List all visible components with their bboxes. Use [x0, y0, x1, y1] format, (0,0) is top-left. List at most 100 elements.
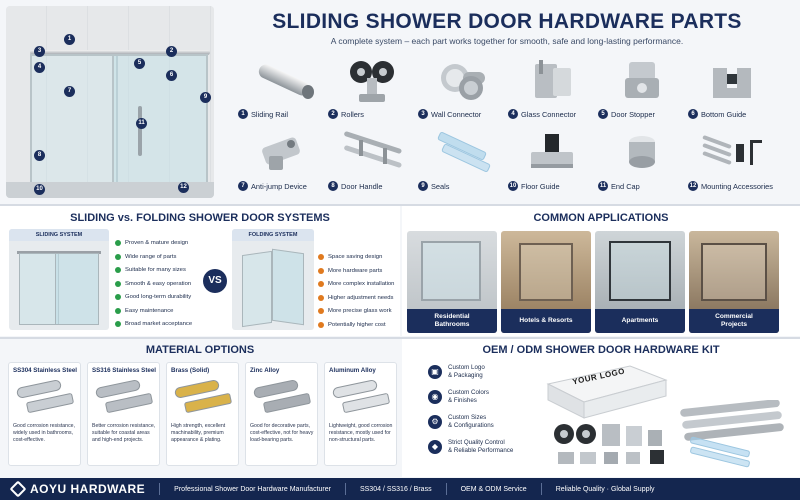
footer-item: Professional Shower Door Hardware Manufa… [174, 485, 331, 493]
page-title: SLIDING SHOWER DOOR HARDWARE PARTS [272, 10, 742, 33]
footer-item: Reliable Quality · Global Supply [555, 485, 655, 493]
oem-option-text: Custom Sizes & Configurations [448, 414, 494, 430]
part-label: Anti-jump Device [251, 181, 307, 191]
vs-badge: VS [203, 269, 227, 293]
door-handle-icon [328, 124, 416, 180]
feature-item: Proven & mature design [115, 240, 188, 246]
app-label: Commercial Projects [689, 309, 779, 333]
marker-2: 2 [166, 46, 177, 57]
end-cap-icon [598, 124, 686, 180]
glass-connector-icon [508, 52, 596, 108]
part-label: End Cap [611, 181, 640, 191]
material-sample-image [250, 378, 315, 418]
material-sample-image [329, 378, 394, 418]
part-label: Sliding Rail [251, 109, 288, 119]
marker-6: 6 [166, 70, 177, 81]
feature-item: More complex installation [318, 281, 394, 287]
check-icon [318, 254, 324, 260]
footer-item: SS304 / SS316 / Brass [359, 485, 432, 493]
part-label: Mounting Accessories [701, 181, 773, 191]
material-description: Better corrosion resistance, suitable fo… [92, 423, 156, 444]
check-icon [318, 308, 324, 314]
check-icon [318, 267, 324, 274]
hardware-kit-image [540, 399, 792, 472]
brand-name: AOYU HARDWARE [30, 482, 146, 496]
marker-3: 3 [34, 46, 45, 57]
seals-icon [418, 124, 506, 180]
part-label: Rollers [341, 109, 364, 119]
feature-item: Easy maintenance [115, 307, 173, 314]
marker-11: 11 [136, 118, 147, 129]
footer-bar: AOYU HARDWARE Professional Shower Door H… [0, 478, 800, 500]
part-label: Wall Connector [431, 109, 482, 119]
check-icon [115, 253, 121, 260]
feature-item: Smooth & easy operation [115, 280, 191, 287]
gear-icon: ⚙ [428, 415, 442, 430]
folding-system-image: FOLDING SYSTEM [232, 229, 314, 330]
sliding-rail-icon [238, 52, 326, 108]
material-description: Lightweight, good corrosion resistance, … [329, 423, 393, 444]
section-divider [0, 204, 800, 206]
footer-item: OEM & ODM Service [460, 485, 527, 493]
check-icon [115, 240, 121, 246]
app-label: Residential Bathrooms [407, 309, 497, 333]
marker-1: 1 [64, 34, 75, 45]
comparison-title: SLIDING vs. FOLDING SHOWER DOOR SYSTEMS [70, 212, 330, 224]
check-icon [115, 267, 121, 273]
material-sample-image [171, 378, 236, 418]
oem-option-text: Custom Colors & Finishes [448, 389, 489, 405]
oem-title: OEM / ODM SHOWER DOOR HARDWARE KIT [482, 344, 720, 356]
wall-connector-icon [418, 52, 506, 108]
part-label: Glass Connector [521, 109, 577, 119]
part-label: Floor Guide [521, 181, 560, 191]
section-divider [0, 337, 800, 339]
material-description: High strength, excellent machinability, … [171, 423, 226, 444]
marker-10: 10 [34, 184, 45, 195]
feature-item: Space saving design [318, 254, 382, 260]
material-name: Brass (Solid) [171, 367, 210, 374]
shield-icon: ◆ [428, 440, 442, 455]
marker-4: 4 [34, 62, 45, 73]
oem-option-text: Custom Logo & Packaging [448, 364, 485, 380]
sliding-system-image: SLIDING SYSTEM [9, 229, 109, 330]
check-icon [115, 307, 121, 314]
rollers-icon [328, 52, 416, 108]
brand-logo-icon [9, 480, 27, 498]
marker-7: 7 [64, 86, 75, 97]
marker-8: 8 [34, 150, 45, 161]
check-icon [115, 321, 121, 327]
check-icon [115, 294, 121, 300]
check-icon [115, 280, 121, 287]
bottom-guide-icon [688, 52, 776, 108]
oem-option: ◆Strict Quality Control & Reliable Perfo… [428, 439, 513, 456]
app-commercial: Commercial Projects [689, 231, 779, 333]
material-sample-image [92, 378, 157, 418]
part-label: Seals [431, 181, 450, 191]
feature-item: Higher adjustment needs [318, 294, 394, 301]
marker-5: 5 [134, 58, 145, 69]
material-name: Zinc Alloy [250, 367, 280, 374]
part-label: Bottom Guide [701, 109, 747, 119]
logo-box-image: YOUR LOGO [540, 362, 670, 420]
marker-12: 12 [178, 182, 189, 193]
app-residential: Residential Bathrooms [407, 231, 497, 333]
page-subtitle: A complete system – each part works toge… [330, 36, 684, 46]
check-icon [318, 321, 324, 328]
oem-option: ⚙ Custom Sizes & Configurations [428, 414, 494, 431]
sliding-system-label: SLIDING SYSTEM [9, 229, 109, 241]
feature-item: Suitable for many sizes [115, 267, 186, 273]
